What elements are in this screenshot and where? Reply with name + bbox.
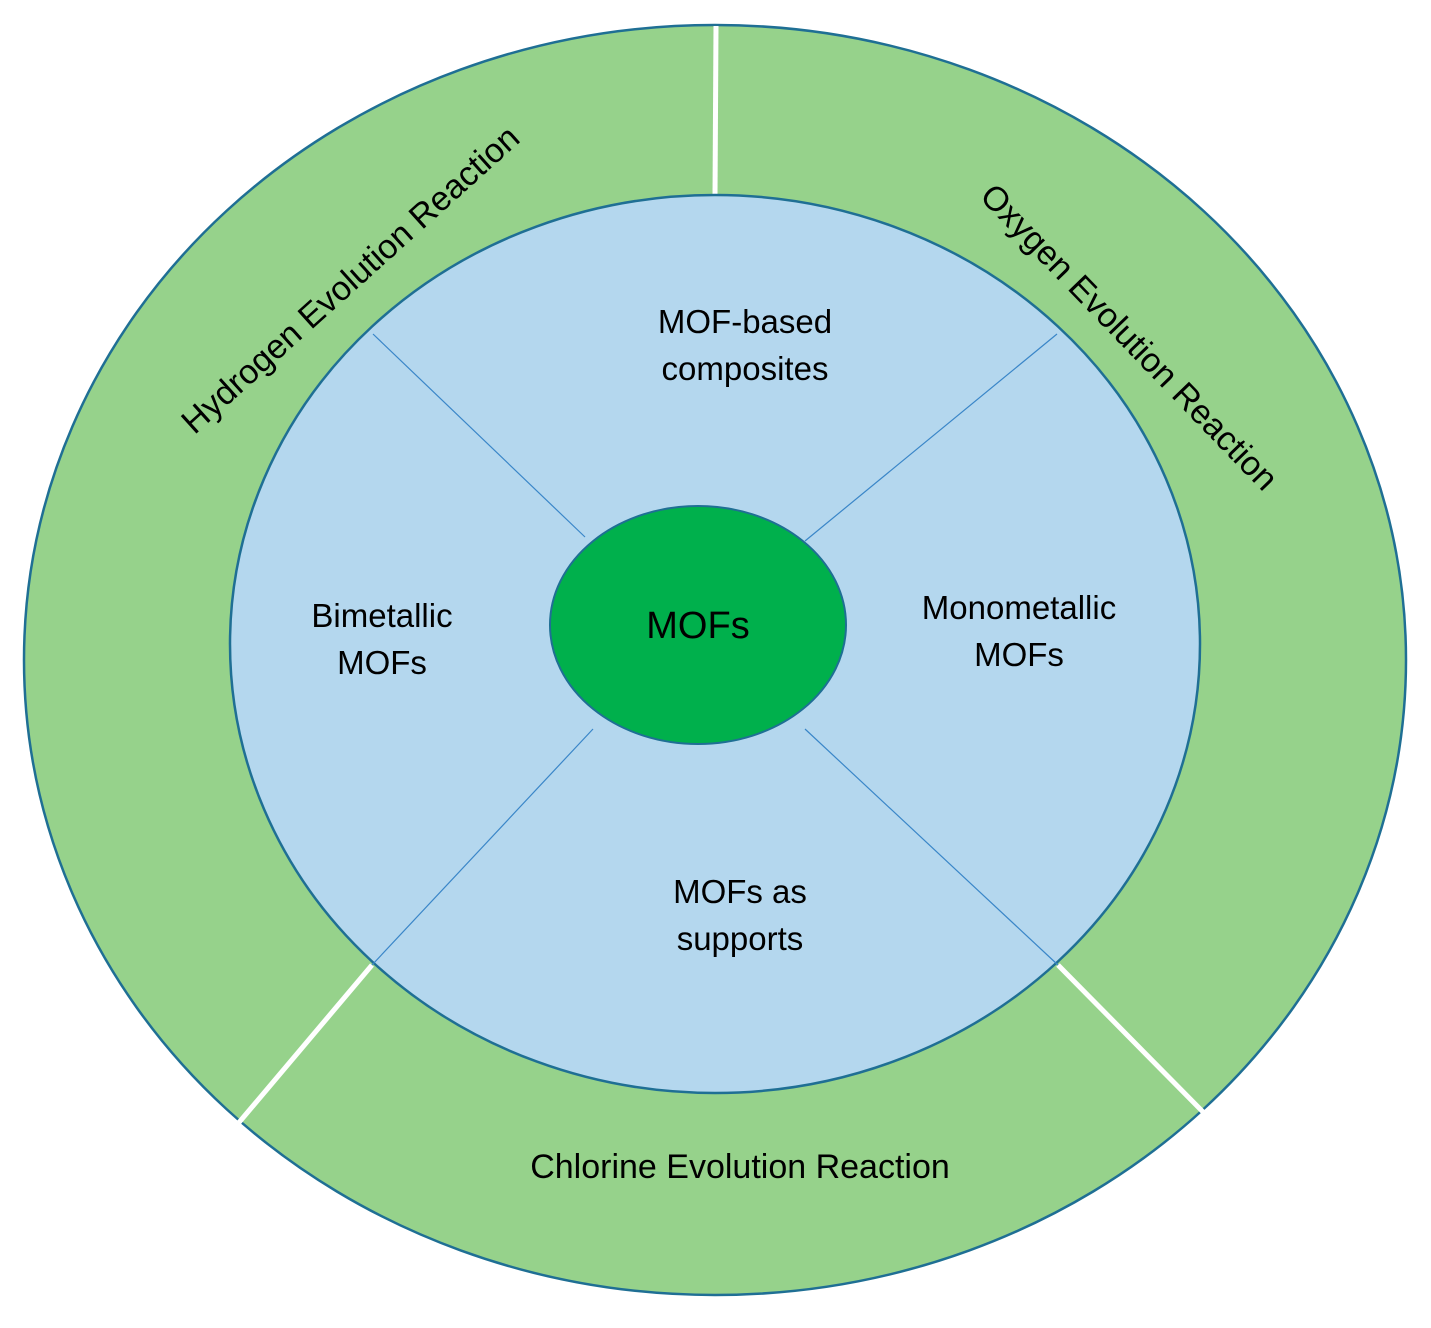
outer-label-cler: Chlorine Evolution Reaction: [530, 1148, 950, 1186]
outer-divider-bottom-right: [1056, 963, 1210, 1119]
segment-top-line-1: MOF-based: [658, 303, 832, 340]
segment-left-line-1: Bimetallic: [311, 597, 452, 634]
segment-bottom-line-2: supports: [677, 920, 804, 957]
inner-divider-bottom-right: [804, 728, 1059, 966]
inner-divider-top-left: [372, 333, 586, 538]
segment-right-line-1: Monometallic: [922, 589, 1116, 626]
outer-divider-top: [712, 25, 719, 197]
core-label: MOFs: [646, 605, 749, 647]
inner-divider-top-right: [804, 333, 1058, 542]
segment-right-line-2: MOFs: [974, 636, 1064, 673]
core-mofs: [549, 505, 847, 745]
outer-divider-bottom-left: [234, 963, 374, 1128]
segment-bottom-line-1: MOFs as: [673, 873, 807, 910]
segment-left-line-2: MOFs: [337, 644, 427, 681]
segment-top-line-2: composites: [662, 350, 829, 387]
inner-divider-bottom-left: [371, 728, 594, 966]
